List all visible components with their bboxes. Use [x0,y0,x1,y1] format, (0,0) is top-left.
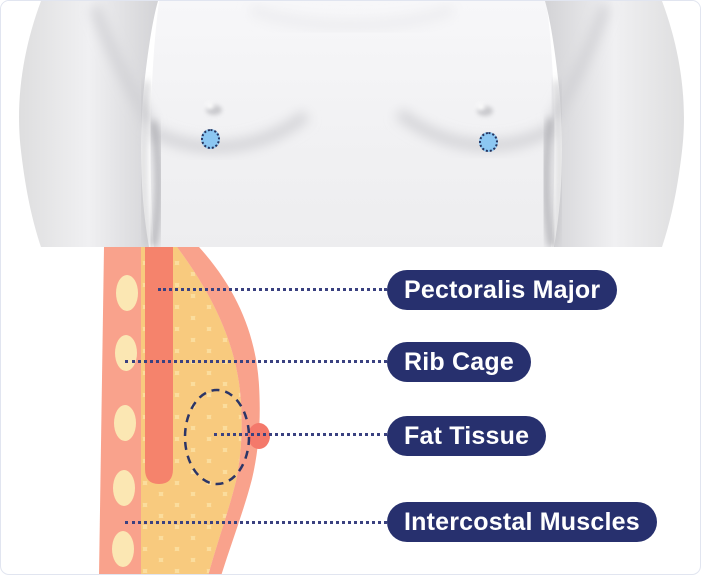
left-arm [19,1,159,247]
label-pectoralis-major-text: Pectoralis Major [404,275,601,304]
label-fat-tissue: Fat Tissue [387,416,547,456]
leader-line-pectoralis-major [158,288,387,291]
torso-shading [90,1,610,247]
label-intercostal-muscles-text: Intercostal Muscles [404,507,640,536]
right-nipple-marker-icon [479,132,498,152]
label-rib-cage-text: Rib Cage [404,347,514,376]
torso-render-section [1,1,700,247]
leader-line-intercostal-muscles [125,521,387,524]
right-arm [545,1,684,247]
label-rib-cage: Rib Cage [387,342,531,382]
outer-skin-layer [177,247,260,574]
label-intercostal-muscles: Intercostal Muscles [387,502,657,542]
torso-illustration [1,1,700,247]
tissue-layers-illustration [99,247,270,574]
left-nipple-marker-icon [201,129,220,149]
nipple-bump [248,423,270,449]
fat-tissue-focus-ellipse [183,388,251,486]
leader-line-rib-cage [125,360,387,363]
nipple-dimples [206,103,493,116]
leader-line-fat-tissue [214,433,387,436]
pectoralis-major-layer [145,247,173,484]
label-pectoralis-major: Pectoralis Major [387,270,618,310]
cross-section-diagram: Pectoralis Major Rib Cage Fat Tissue Int… [1,247,700,574]
label-fat-tissue-text: Fat Tissue [404,421,530,450]
